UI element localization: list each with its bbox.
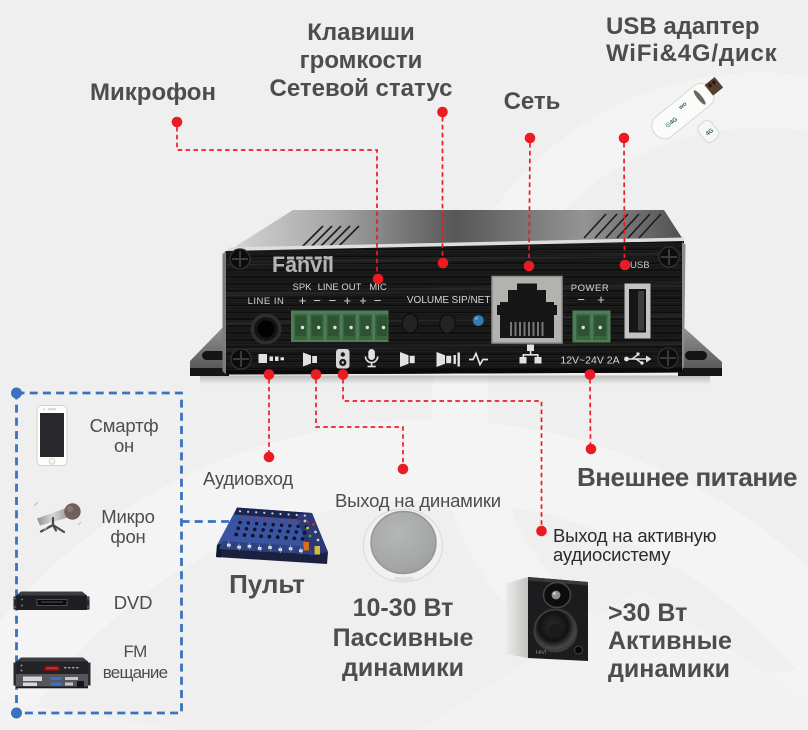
svg-text:SIP/NET: SIP/NET <box>452 295 491 306</box>
svg-text:LINE IN: LINE IN <box>248 296 285 307</box>
svg-text:12V~24V 2A: 12V~24V 2A <box>560 355 619 367</box>
svg-text:−: − <box>577 292 585 307</box>
svg-text:+: + <box>597 292 605 307</box>
svg-text:USB: USB <box>630 260 650 271</box>
svg-text:−: − <box>329 293 337 308</box>
svg-text:HiVi: HiVi <box>536 650 546 656</box>
svg-text:4G: 4G <box>705 128 715 138</box>
svg-text:−: − <box>313 293 321 308</box>
svg-text:wo: wo <box>677 101 688 112</box>
svg-text:+: + <box>359 293 367 308</box>
svg-text:Fanvil: Fanvil <box>272 252 334 277</box>
svg-text:+: + <box>299 293 307 308</box>
svg-text:LINE OUT: LINE OUT <box>318 282 362 293</box>
svg-text:+: + <box>344 293 352 308</box>
svg-text:−: − <box>374 293 382 308</box>
svg-text:MIC: MIC <box>369 282 387 293</box>
svg-text:SPK: SPK <box>292 282 312 293</box>
svg-text:VOLUME: VOLUME <box>407 295 450 306</box>
svg-text:POWER: POWER <box>571 283 609 294</box>
